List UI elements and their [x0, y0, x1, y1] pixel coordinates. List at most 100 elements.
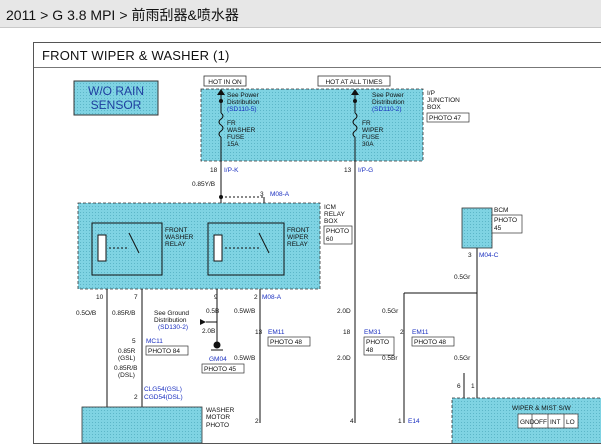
conn-m08a-2[interactable]: M08-A: [262, 294, 282, 301]
pin-2-em11: 2: [400, 329, 404, 336]
icm-photo: PHOTO: [326, 228, 349, 235]
pin-ipg: 13: [344, 167, 352, 174]
washer-relay-label-3: RELAY: [165, 241, 186, 248]
wiper-mist-switch-label: WIPER & MIST S/W: [512, 405, 572, 412]
breadcrumb-separator: >: [40, 7, 49, 23]
conn-ipg[interactable]: I/P-G: [358, 167, 373, 174]
fuse-1-line-3: FUSE: [227, 134, 245, 141]
bcm-label: BCM: [494, 207, 508, 214]
photo-48-b: PHOTO 48: [414, 339, 446, 346]
splice-dot-icon: [353, 99, 357, 103]
wire-085r-gsl-1: 0.85R: [118, 348, 136, 355]
pin-1-bottom: 1: [398, 418, 402, 425]
pin-9: 9: [214, 294, 218, 301]
wire-05br: 0.5Br: [382, 355, 398, 362]
wiper-switch-icon: [258, 232, 270, 254]
conn-e14[interactable]: E14: [408, 418, 420, 425]
hot-in-on-label: HOT IN ON: [208, 79, 242, 86]
bcm-photo-2: 45: [494, 225, 502, 232]
wire-05wb-b: 0.5W/B: [234, 355, 255, 362]
conn-ipk[interactable]: I/P-K: [224, 167, 239, 174]
washer-motor-label-1: WASHER: [206, 407, 235, 414]
pin-1-sw: 1: [471, 383, 475, 390]
title-divider: [34, 67, 601, 68]
pin-4-bottom: 4: [350, 418, 354, 425]
see-ground-line-1: See Ground: [154, 310, 189, 317]
ip-junction-label-2: JUNCTION: [427, 97, 460, 104]
diagram-panel: FRONT WIPER & WASHER (1) W/O RAIN SENSOR…: [33, 42, 601, 444]
splice-dot-icon: [219, 99, 223, 103]
variant-line-2: SENSOR: [91, 98, 142, 112]
ip-junction-photo: PHOTO 47: [429, 115, 461, 122]
wiper-coil-icon: [213, 234, 223, 262]
photo-48-em31-2: 48: [366, 347, 374, 354]
conn-cgd54[interactable]: CGD54(DSL): [144, 394, 183, 401]
see-power-2-line-2: Distribution: [372, 99, 405, 106]
see-power-1-ref[interactable]: (SD110-5): [227, 106, 257, 113]
pin-7: 7: [134, 294, 138, 301]
pin-2a: 2: [254, 294, 258, 301]
wire-085rb-dsl-2: (DSL): [118, 372, 135, 379]
bcm-photo-box: [491, 214, 523, 234]
wiper-relay-label-2: WIPER: [287, 234, 309, 241]
wire-20b: 2.0B: [202, 328, 215, 335]
breadcrumb-separator: >: [119, 7, 128, 23]
fuse-1-line-1: FR: [227, 120, 236, 127]
ground-gm04[interactable]: GM04: [209, 356, 227, 363]
washer-motor-label-2: MOTOR: [206, 414, 230, 421]
photo-48-b-box: [411, 336, 455, 347]
arrow-up-icon: [351, 89, 359, 95]
conn-m08a[interactable]: M08-A: [270, 191, 290, 198]
see-power-2-line-1: See Power: [372, 92, 405, 99]
breadcrumb-bar: 2011>G 3.8 MPI>前雨刮器&喷水器: [0, 0, 601, 28]
icm-label-1: ICM: [324, 204, 336, 211]
wire-085rb-dsl-1: 0.85R/B: [114, 365, 138, 372]
ip-junction-box: [200, 88, 424, 162]
photo-45-box: [201, 363, 245, 374]
switch-gnd: GND: [520, 419, 535, 426]
photo-45: PHOTO 45: [204, 366, 236, 373]
photo-48-em31-1: PHOTO: [366, 339, 389, 346]
pin-ipk: 18: [210, 167, 218, 174]
see-ground-ref[interactable]: (SD130-2): [158, 324, 188, 331]
wire-20d: 2.0D: [337, 308, 351, 315]
fuse-1-line-4: 15A: [227, 141, 239, 148]
arrow-right-icon: [200, 319, 206, 325]
switch-lo: LO: [566, 419, 575, 426]
see-power-2-ref[interactable]: (SD110-2): [372, 106, 402, 113]
hot-all-times-box: [317, 75, 391, 87]
breadcrumb-model[interactable]: G 3.8 MPI: [52, 7, 116, 23]
photo-48-em31-box: [363, 336, 395, 356]
breadcrumb-year[interactable]: 2011: [6, 7, 37, 23]
variant-line-1: W/O RAIN: [88, 84, 144, 98]
conn-mc11[interactable]: MC11: [146, 338, 163, 345]
bcm-box: [461, 207, 493, 249]
bcm-photo-1: PHOTO: [494, 217, 517, 224]
pin-6: 6: [457, 383, 461, 390]
pin-18-em31: 18: [343, 329, 351, 336]
fuse-2-line-4: 30A: [362, 141, 374, 148]
washer-coil-icon: [97, 234, 107, 262]
wiper-relay-outline: [207, 222, 285, 276]
hot-all-times-label: HOT AT ALL TIMES: [325, 79, 383, 86]
conn-em11-b[interactable]: EM11: [412, 329, 429, 336]
see-power-1-line-2: Distribution: [227, 99, 260, 106]
conn-clg54[interactable]: CLG54(GSL): [144, 386, 182, 393]
ip-junction-label-3: BOX: [427, 104, 441, 111]
bcm-pin: 3: [468, 252, 472, 259]
icm-label-2: RELAY: [324, 211, 345, 218]
conn-em11[interactable]: EM11: [268, 329, 285, 336]
see-power-1-line-1: See Power: [227, 92, 260, 99]
wiper-relay-label-1: FRONT: [287, 227, 309, 234]
breadcrumb: 2011>G 3.8 MPI>前雨刮器&喷水器: [6, 5, 239, 25]
switch-int: INT: [550, 419, 561, 426]
wiring-schematic: W/O RAIN SENSOR HOT IN ON HOT AT ALL TIM…: [73, 75, 601, 443]
photo-84-box: [145, 345, 189, 356]
ip-junction-photo-box: [426, 112, 470, 123]
switch-off: OFF: [534, 419, 547, 426]
conn-em31[interactable]: EM31: [364, 329, 381, 336]
fuse-1-line-2: WASHER: [227, 127, 256, 134]
bcm-conn[interactable]: M04-C: [479, 252, 499, 259]
fuse-symbol-icon: [218, 112, 224, 138]
icm-photo-num: 60: [326, 236, 334, 243]
